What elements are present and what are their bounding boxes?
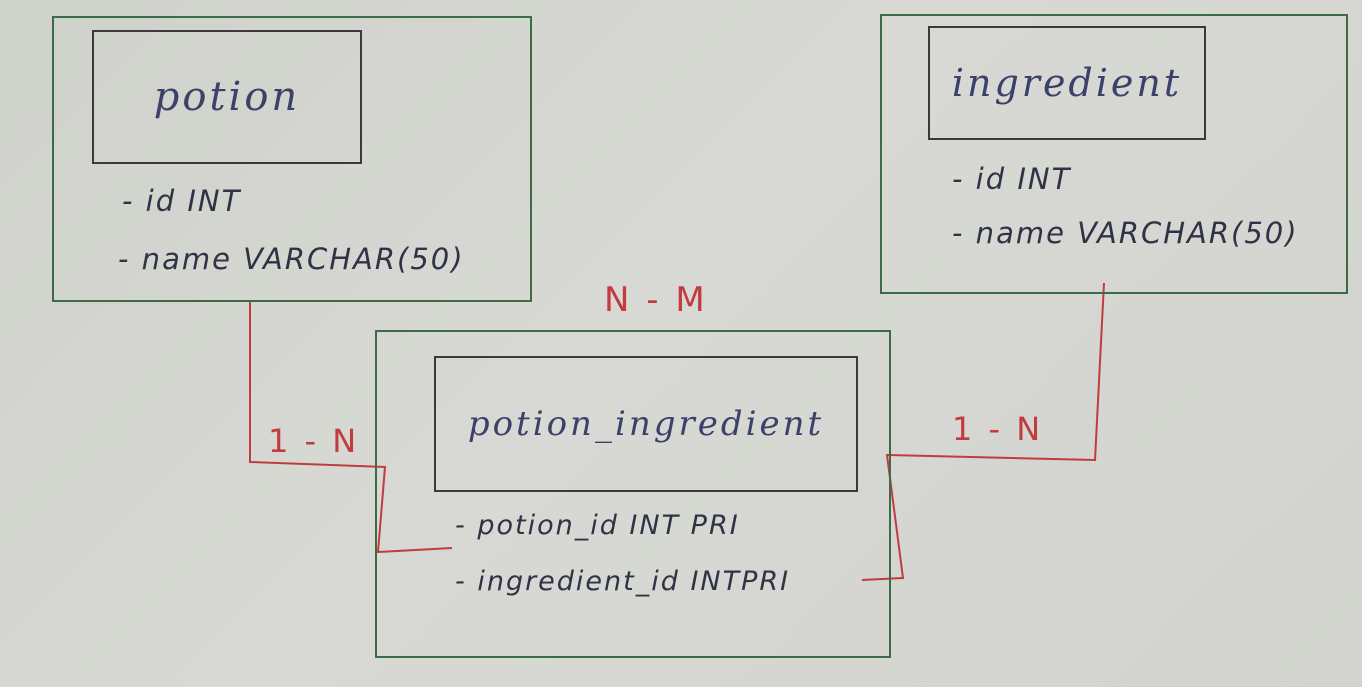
entity-potion-field-id: - id INT bbox=[122, 184, 242, 218]
cardinality-label-potion: 1 - N bbox=[268, 422, 360, 460]
entity-ingredient-field-id: - id INT bbox=[952, 162, 1072, 196]
entity-potion-ingredient: potion_ingredient - potion_id INT PRI - … bbox=[375, 330, 891, 658]
entity-potion-field-name: - name VARCHAR(50) bbox=[118, 242, 465, 276]
entity-potion-ingredient-field-potion-id: - potion_id INT PRI bbox=[455, 510, 740, 541]
entity-ingredient-field-name: - name VARCHAR(50) bbox=[952, 216, 1299, 250]
entity-potion-title: potion bbox=[153, 74, 301, 120]
entity-potion-title-box: potion bbox=[92, 30, 362, 164]
entity-ingredient-title-box: ingredient bbox=[928, 26, 1206, 140]
entity-potion-ingredient-title-box: potion_ingredient bbox=[434, 356, 858, 492]
entity-potion-ingredient-title: potion_ingredient bbox=[467, 404, 825, 444]
entity-ingredient: ingredient - id INT - name VARCHAR(50) bbox=[880, 14, 1348, 294]
relation-label-n-m: N - M bbox=[604, 280, 708, 320]
cardinality-label-ingredient: 1 - N bbox=[952, 410, 1044, 448]
entity-ingredient-title: ingredient bbox=[951, 61, 1183, 105]
entity-potion-ingredient-field-ingredient-id: - ingredient_id INTPRI bbox=[455, 566, 791, 597]
entity-potion: potion - id INT - name VARCHAR(50) bbox=[52, 16, 532, 302]
